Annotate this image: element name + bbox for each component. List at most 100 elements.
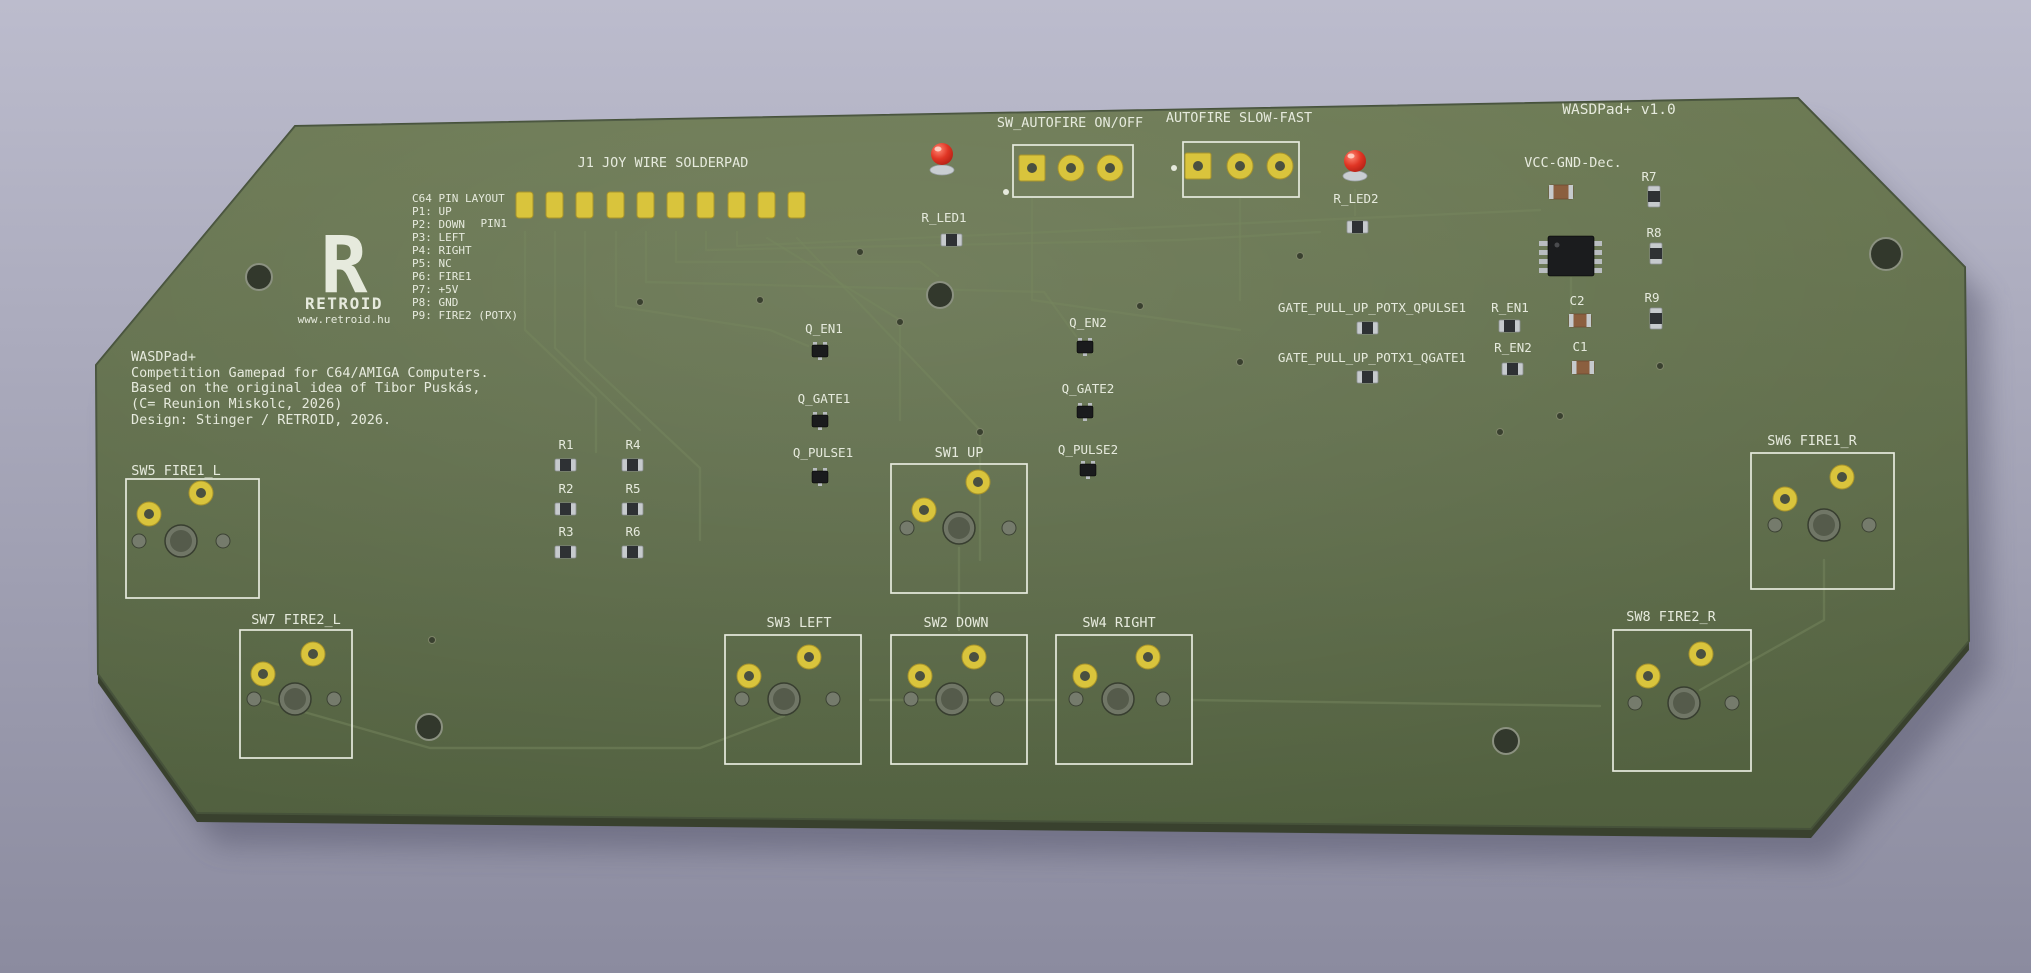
r7-label: R7 (1641, 169, 1656, 184)
autofire-onoff-header: SW_AUTOFIRE ON/OFF (997, 115, 1143, 198)
sw-side-hole (734, 691, 750, 707)
autofire-speed-label: AUTOFIRE SLOW-FAST (1166, 110, 1312, 126)
mounting-holes (245, 237, 1903, 755)
j1-pad (515, 191, 534, 219)
vias (428, 248, 1664, 644)
sw-pad-hole (1143, 652, 1153, 662)
retroid-logo-glyph: R (321, 221, 368, 311)
sw-outline (890, 634, 1028, 765)
cap-end (1586, 314, 1591, 327)
sw-pad-hole (258, 669, 268, 679)
resistor-r8: R8 (1646, 225, 1663, 265)
sw-pad-hole (144, 509, 154, 519)
smd-band (627, 546, 638, 558)
via (1556, 412, 1564, 420)
smd-band (1650, 313, 1662, 324)
led-flange (1342, 170, 1368, 182)
sw-center-hole-inner (773, 688, 795, 710)
copper-trace (735, 208, 1542, 248)
sw-side-hole (1068, 691, 1084, 707)
sot23-leg (1078, 338, 1082, 341)
smd-band (627, 503, 638, 515)
mounting-hole (415, 713, 443, 741)
ic-pin (1593, 259, 1602, 264)
q-gate2-label: Q_GATE2 (1062, 381, 1115, 396)
copper-trace (583, 230, 702, 542)
sw7-label: SW7 FIRE2_L (251, 612, 340, 628)
sot23-leg (1083, 418, 1087, 421)
sw-outline (890, 463, 1028, 594)
c64-pin-layout: C64 PIN LAYOUT P1: UP P2: DOWN P3: LEFT … (412, 192, 518, 322)
board-version-label: WASDPad+ v1.0 (1562, 102, 1676, 118)
titleblock-line4: (C= Reunion Miskolc, 2026) (131, 396, 342, 412)
sw8-label: SW8 FIRE2_R (1626, 609, 1716, 625)
sw-side-hole (1627, 695, 1643, 711)
c1-label: C1 (1572, 339, 1587, 354)
sw-center-hole-inner (1813, 514, 1835, 536)
switch-footprint-sw7: SW7 FIRE2_L (239, 612, 353, 759)
copper-trace (1698, 558, 1826, 692)
resistor-r-led2: R_LED2 (1333, 191, 1379, 234)
sw-side-hole (215, 533, 231, 549)
via (856, 248, 864, 256)
sw-pad-hole (804, 652, 814, 662)
sot23-leg (1081, 461, 1085, 464)
via (756, 296, 764, 304)
cap-end (1569, 314, 1574, 327)
resistor-r3: R3 (554, 524, 577, 559)
sot23-body (811, 470, 829, 484)
sot23-leg (813, 412, 817, 415)
j1-pad (727, 191, 746, 219)
smd-band (1507, 363, 1518, 375)
led-2 (1342, 150, 1368, 182)
smd-band (560, 546, 571, 558)
cap-end (1568, 185, 1573, 199)
sot23-leg (818, 483, 822, 486)
pin1-dot (1171, 165, 1177, 171)
r3-label: R3 (558, 524, 573, 539)
sot23-leg (823, 342, 827, 345)
sw-pad-hole (1080, 671, 1090, 681)
header-pad-hole (1105, 163, 1115, 173)
sw-side-hole (326, 691, 342, 707)
pin1-label: PIN1 (481, 217, 508, 230)
c64-pin-line: P1: UP (412, 205, 452, 218)
sw1-label: SW1 UP (935, 445, 984, 461)
switch-footprint-sw6: SW6 FIRE1_R (1750, 433, 1895, 590)
sot23-leg (818, 427, 822, 430)
transistor-q-gate1: Q_GATE1 (798, 391, 850, 430)
smd-band (560, 503, 571, 515)
switch-footprint-sw4: SW4 RIGHT (1055, 615, 1193, 765)
sw-outline (125, 478, 260, 599)
sw-center-hole-inner (284, 688, 306, 710)
resistor-r-led1: R_LED1 (921, 210, 967, 247)
copper-trace (553, 230, 642, 432)
sw-center-hole-inner (948, 517, 970, 539)
c64-pin-line: P2: DOWN (412, 218, 465, 231)
sw-pad-hole (308, 649, 318, 659)
smd-band (1648, 191, 1660, 202)
titleblock: WASDPad+ Competition Gamepad for C64/AMI… (131, 349, 489, 428)
sot23-leg (1083, 353, 1087, 356)
header-pad-hole (1066, 163, 1076, 173)
gate-pullup-qpulse1-label: GATE_PULL_UP_POTX_QPULSE1 (1278, 300, 1466, 315)
ic-pin (1593, 241, 1602, 246)
sw-side-hole (825, 691, 841, 707)
r-en1-label: R_EN1 (1491, 300, 1529, 315)
smd-band (946, 234, 957, 246)
sw-pad-hole (1780, 494, 1790, 504)
r5-label: R5 (625, 481, 640, 496)
sw-side-hole (131, 533, 147, 549)
sw-pad-hole (196, 488, 206, 498)
capacitor-vcc (1548, 184, 1574, 200)
switch-footprint-sw3: SW3 LEFT (724, 615, 862, 765)
resistor-r7: R7 (1641, 169, 1661, 208)
ic-pin (1539, 259, 1548, 264)
resistor-r4: R4 (621, 437, 644, 472)
via (976, 428, 984, 436)
titleblock-line1: WASDPad+ (131, 349, 196, 365)
autofire-onoff-outline (1012, 144, 1134, 198)
header-pad-hole (1235, 161, 1245, 171)
smd-band (1650, 248, 1662, 259)
